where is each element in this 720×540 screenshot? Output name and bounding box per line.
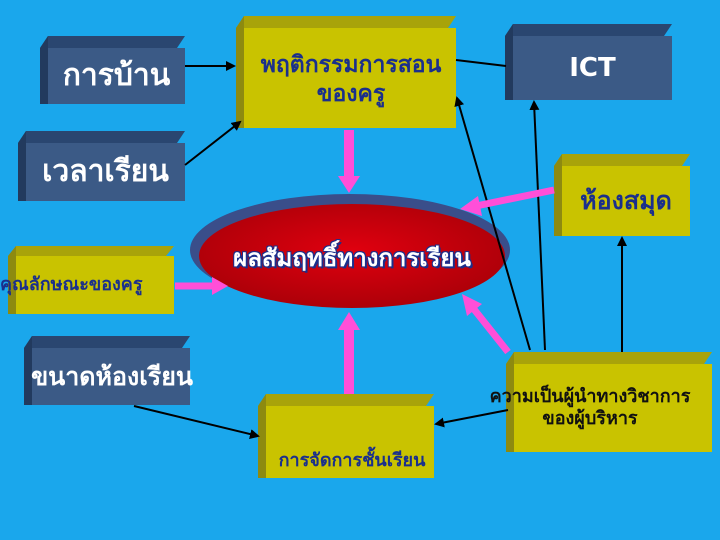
- node-achievement-label: ผลสัมฤทธิ์ทางการเรียน: [233, 244, 471, 272]
- arrow-classsize-to-classroom: [133, 405, 260, 439]
- node-class-size: ขนาดห้องเรียน: [6, 348, 218, 405]
- leadership-box-shape: [506, 352, 712, 452]
- library-box-shape: [554, 154, 690, 236]
- pink-arrow-behavior-to-center: [338, 130, 360, 193]
- pink-arrow-leadership-to-center: [462, 294, 511, 355]
- homework-box-shape: [40, 36, 185, 104]
- ict-box-shape: [505, 24, 672, 100]
- node-teacher-traits-label: คุณลักษณะของครู: [0, 273, 143, 295]
- node-ict: ICT: [513, 36, 672, 100]
- teacher-behavior-box-shape: [236, 16, 456, 128]
- line-behavior-to-ict: [455, 59, 507, 67]
- node-teacher-behavior-line1: พฤติกรรมการสอน: [260, 52, 442, 79]
- node-leadership: ความเป็นผู้นำทางวิชาการ ของผู้บริหาร: [460, 366, 720, 450]
- node-teacher-behavior: พฤติกรรมการสอน ของครู: [218, 34, 484, 126]
- node-teacher-behavior-line2: ของครู: [316, 81, 386, 107]
- node-class-size-label: ขนาดห้องเรียน: [31, 361, 193, 391]
- pink-arrow-classroom-to-center: [338, 312, 360, 394]
- teacher-traits-box-shape: [8, 246, 174, 314]
- pink-arrow-traits-to-center: [175, 277, 228, 295]
- node-homework: การบ้าน: [48, 48, 185, 104]
- pink-arrow-library-to-center: [460, 186, 555, 216]
- node-teacher-traits: คุณลักษณะของครู: [0, 256, 212, 314]
- node-homework-label: การบ้าน: [62, 58, 171, 94]
- achievement-ellipse: [190, 194, 510, 308]
- arrow-leadership-to-behavior: [454, 96, 531, 351]
- arrow-studytime-to-behavior: [184, 120, 242, 166]
- node-library: ห้องสมุด: [562, 166, 690, 236]
- node-leadership-line1: ความเป็นผู้นำทางวิชาการ: [489, 385, 691, 407]
- classroom-mgmt-box-shape: [258, 394, 434, 478]
- arrow-leadership-to-classroom: [434, 409, 509, 428]
- node-study-time: เวลาเรียน: [26, 143, 185, 201]
- node-ict-label: ICT: [569, 52, 616, 83]
- node-study-time-label: เวลาเรียน: [42, 154, 169, 190]
- node-classroom-mgmt: การจัดการชั้นเรียน: [236, 412, 468, 472]
- node-library-label: ห้องสมุด: [580, 186, 672, 216]
- arrow-leadership-to-ict: [529, 100, 546, 351]
- class-size-box-shape: [24, 336, 190, 405]
- node-leadership-line2: ของผู้บริหาร: [542, 408, 638, 429]
- node-classroom-mgmt-label: การจัดการชั้นเรียน: [278, 449, 426, 471]
- node-achievement: ผลสัมฤทธิ์ทางการเรียน: [172, 236, 532, 280]
- study-time-box-shape: [18, 131, 185, 201]
